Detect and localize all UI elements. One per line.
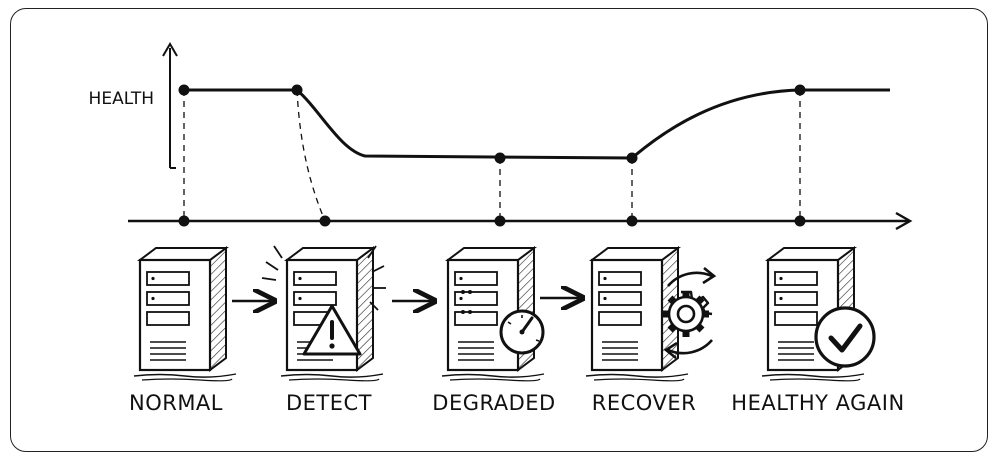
status-dots (461, 290, 472, 314)
stage-label-normal: NORMAL (129, 391, 223, 415)
stage-label-degraded: DEGRADED (432, 391, 555, 415)
gear-refresh-icon (663, 266, 717, 360)
stage-label-healthy-again: HEALTHY AGAIN (731, 391, 904, 415)
stage-normal (132, 246, 238, 382)
stage-label-detect: DETECT (286, 391, 372, 415)
diagram-frame (10, 8, 988, 452)
curve-points (178, 84, 806, 164)
warning-icon (302, 304, 362, 356)
timeline-axis (128, 211, 913, 231)
alert-burst-icon (261, 245, 386, 311)
stage-healthy-again (760, 246, 876, 382)
stage-label-recover: RECOVER (592, 391, 696, 415)
dashed-connectors (183, 89, 801, 222)
stage-detect (261, 245, 386, 382)
server-icon (132, 246, 238, 382)
y-axis-label: HEALTH (89, 89, 154, 109)
y-axis (162, 42, 178, 169)
gauge-icon (499, 309, 545, 355)
stage-degraded (440, 246, 546, 382)
health-curve (184, 88, 890, 160)
checkmark-icon (814, 306, 876, 368)
stage-recover (584, 246, 717, 382)
